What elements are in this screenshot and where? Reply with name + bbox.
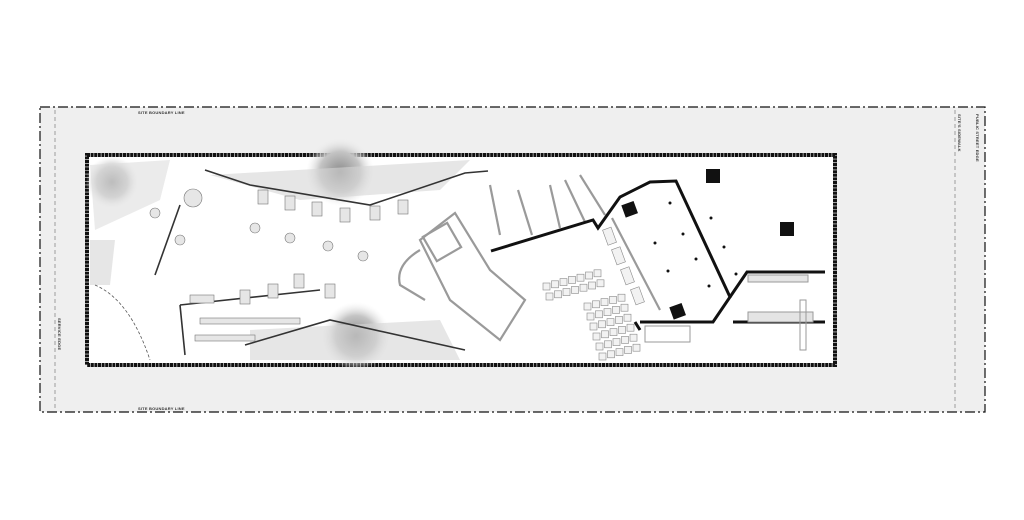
seat bbox=[583, 302, 592, 311]
seat bbox=[571, 286, 579, 294]
seat bbox=[609, 296, 617, 304]
seat bbox=[612, 306, 620, 314]
seat bbox=[542, 282, 551, 291]
seat bbox=[624, 346, 632, 354]
outdoor-furniture bbox=[149, 188, 409, 342]
seat bbox=[600, 298, 609, 306]
seat bbox=[585, 271, 593, 280]
seat bbox=[593, 269, 602, 278]
seat bbox=[554, 290, 562, 299]
core-partitions bbox=[398, 174, 661, 342]
seat bbox=[568, 276, 576, 284]
seat bbox=[618, 326, 626, 334]
seat bbox=[626, 323, 635, 332]
public-street-edge-label: PUBLIC STREET EDGE bbox=[975, 114, 980, 162]
seat bbox=[609, 328, 618, 336]
seat bbox=[607, 350, 615, 359]
seat bbox=[598, 320, 606, 329]
vegetation bbox=[86, 138, 470, 370]
auditorium-seating bbox=[542, 226, 645, 361]
building bbox=[85, 153, 837, 367]
site-boundary-label-top: SITE BOUNDARY LINE bbox=[138, 110, 185, 115]
plaza-walls bbox=[94, 169, 489, 361]
seat bbox=[615, 316, 623, 324]
seat bbox=[604, 340, 612, 349]
seat bbox=[562, 288, 571, 296]
seat bbox=[603, 308, 612, 316]
seat bbox=[617, 293, 626, 302]
seat bbox=[592, 332, 601, 341]
seat bbox=[545, 292, 554, 301]
seat bbox=[592, 300, 600, 309]
seat bbox=[551, 280, 559, 289]
seat bbox=[588, 281, 596, 290]
seat bbox=[598, 352, 607, 361]
seat bbox=[601, 330, 609, 339]
seat bbox=[586, 312, 595, 321]
service-area bbox=[644, 274, 814, 351]
columns bbox=[621, 169, 794, 320]
site-boundary-label-bottom: SITE BOUNDARY LINE bbox=[138, 406, 185, 411]
sidewalk-label: SITE'S SIDEWALK bbox=[957, 114, 962, 152]
seat bbox=[589, 322, 598, 331]
seat bbox=[595, 310, 603, 319]
seat bbox=[595, 342, 604, 351]
seat bbox=[632, 343, 641, 352]
seat bbox=[596, 279, 605, 288]
seat bbox=[612, 338, 621, 346]
service-edge-label: SERVICE EDGE bbox=[57, 318, 62, 351]
seat bbox=[629, 333, 638, 342]
seat bbox=[606, 318, 615, 326]
seat bbox=[620, 303, 629, 312]
seat bbox=[621, 336, 629, 344]
seat bbox=[579, 283, 588, 292]
seat bbox=[576, 273, 585, 282]
seat bbox=[559, 278, 568, 286]
seat bbox=[623, 313, 632, 322]
seat bbox=[615, 348, 624, 356]
